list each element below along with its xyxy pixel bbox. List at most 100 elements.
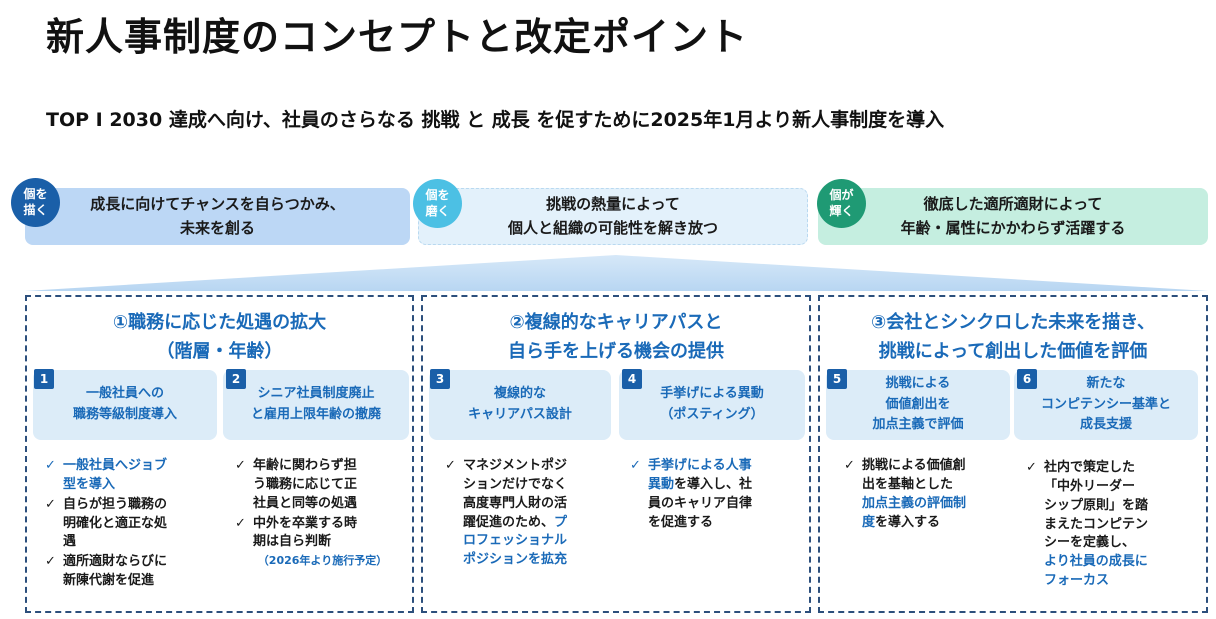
badge-3-line2: 輝く: [829, 203, 854, 218]
item-2-bullets: ✓年齢に関わらず担う職務に応じて正社員と同等の処遇 ✓ 中外を卒業する時期は自ら判…: [235, 457, 410, 569]
bullet-line: 自らが担う職務の: [63, 496, 168, 512]
concept-badge-2: 個を磨く: [413, 179, 462, 228]
item-5-line2: 価値創出を: [885, 396, 951, 412]
bullet-1-3: ✓適所適財ならびに新陳代謝を促進: [45, 553, 220, 591]
concept-bar-1: 成長に向けてチャンスを自らつかみ、未来を創る: [25, 188, 410, 245]
item-3-line1: 複線的な: [493, 386, 546, 402]
badge-1-line1: 個を: [23, 186, 48, 201]
check-icon: ✓: [45, 458, 56, 473]
bullet-2-1: ✓年齢に関わらず担う職務に応じて正社員と同等の処遇: [235, 457, 410, 514]
item-6-number: 6: [1017, 369, 1037, 389]
bullet-line: 「中外リーダー: [1044, 478, 1136, 494]
check-icon: ✓: [235, 458, 246, 473]
panel-2-title: ②複線的なキャリアパスと 自ら手を上げる機会の提供: [423, 309, 809, 367]
badge-3-line1: 個が: [829, 187, 854, 202]
bullet-line: シーを定義し、: [1044, 535, 1136, 551]
item-1-line2: 職務等級制度導入: [72, 407, 177, 422]
item-3-box: 複線的なキャリアパス設計: [429, 370, 611, 440]
bullet-emphasis: 度: [862, 514, 876, 530]
item-5-line1: 挑戦による: [885, 375, 951, 391]
panel-3-title-line1: ③会社とシンクロした未来を描き、: [871, 312, 1155, 333]
bullet-2-2: ✓ 中外を卒業する時期は自ら判断: [235, 515, 410, 553]
bullet-emphasis: 異動: [648, 476, 675, 492]
item-3-bullets: ✓ マネジメントポジ ションだけでなく 高度専門人財の活 躍促進のため、プ ロフ…: [445, 457, 610, 571]
bullet-line: 躍促進のため、プ: [463, 514, 610, 533]
panel-2: ②複線的なキャリアパスと 自ら手を上げる機会の提供 複線的なキャリアパス設計 3…: [421, 295, 811, 613]
panel-3-title-line2: 挑戦によって創出した価値を評価: [878, 340, 1148, 362]
item-1-number: 1: [34, 369, 54, 389]
concept-bar-3: 徹底した適所適財によって年齢・属性にかかわらず活躍する: [818, 188, 1208, 245]
item-6-line2: コンピテンシー基準と: [1040, 396, 1171, 412]
concept-3-line1: 徹底した適所適財によって: [923, 195, 1103, 214]
badge-1-line2: 描く: [23, 202, 48, 217]
item-1-line1: 一般社員への: [85, 386, 164, 402]
item-5-bullets: ✓ 挑戦による価値創 出を基軸とした 加点主義の評価制 度を導入する: [844, 457, 1004, 533]
bullet-1-2: ✓自らが担う職務の明確化と適正な処遇: [45, 496, 220, 553]
item-6-line3: 成長支援: [1079, 417, 1132, 433]
bullet-line: 型を導入: [63, 476, 116, 492]
bullet-line: より社員の成長に: [1044, 554, 1148, 570]
item-5-number: 5: [827, 369, 847, 389]
page-subtitle: TOP I 2030 達成へ向け、社員のさらなる 挑戦 と 成長 を促すために2…: [46, 109, 945, 131]
check-icon: ✓: [235, 515, 246, 531]
connector-wedge: [25, 255, 1208, 291]
item-5-box: 挑戦による価値創出を加点主義で評価: [826, 370, 1010, 440]
bullet-text: 躍促進のため、: [463, 514, 555, 530]
bullet-4-1: ✓ 手挙げによる人事 異動を導入し、社 員のキャリア自律 を促進する: [630, 457, 800, 532]
concept-badge-1: 個を描く: [11, 178, 60, 227]
item-4-line1: 手挙げによる異動: [660, 386, 764, 402]
bullet-line: 手挙げによる人事: [648, 458, 752, 473]
item-4-number: 4: [622, 369, 642, 389]
bullet-line: 一般社員へジョブ: [63, 458, 168, 473]
panel-3-title: ③会社とシンクロした未来を描き、 挑戦によって創出した価値を評価: [820, 309, 1206, 367]
item-2-box: シニア社員制度廃止と雇用上限年齢の撤廃: [223, 370, 409, 440]
bullet-line: 遇: [63, 534, 77, 550]
bullet-line: マネジメントポジ: [463, 458, 568, 473]
bullet-line: 出を基軸とした: [862, 476, 954, 492]
panel-1-title-line1: ①職務に応じた処遇の拡大: [112, 312, 327, 333]
bullet-line: 社員と同等の処遇: [253, 495, 358, 511]
item-4-box: 手挙げによる異動 （ポスティング）: [619, 370, 805, 440]
item-2-line2: と雇用上限年齢の撤廃: [250, 407, 381, 422]
check-icon: ✓: [844, 458, 855, 473]
item-1-bullets: ✓一般社員へジョブ型を導入 ✓自らが担う職務の明確化と適正な処遇 ✓適所適財なら…: [45, 457, 220, 592]
bullet-line: 加点主義の評価制: [862, 495, 967, 511]
bullet-line: 度を導入する: [862, 514, 1004, 533]
bullet-line: 社内で策定した: [1044, 460, 1136, 475]
bullet-line: 異動を導入し、社: [648, 476, 800, 495]
check-icon: ✓: [45, 554, 56, 570]
bullet-line: 適所適財ならびに: [63, 554, 168, 570]
bullet-5-1: ✓ 挑戦による価値創 出を基軸とした 加点主義の評価制 度を導入する: [844, 457, 1004, 532]
bullet-text: を導入し、社: [674, 476, 753, 492]
bullet-6-1: ✓ 社内で策定した 「中外リーダー シップ原則」を踏 まえたコンピテン シーを定…: [1026, 459, 1191, 591]
item-3-number: 3: [430, 369, 450, 389]
panel-1: ①職務に応じた処遇の拡大 （階層・年齢） 一般社員への職務等級制度導入 1 シニ…: [25, 295, 414, 613]
implementation-note: （2026年より施行予定）: [257, 554, 388, 568]
concept-bar-2: 挑戦の熱量によって個人と組織の可能性を解き放つ: [418, 188, 808, 245]
item-6-bullets: ✓ 社内で策定した 「中外リーダー シップ原則」を踏 まえたコンピテン シーを定…: [1026, 459, 1191, 592]
bullet-1-1: ✓ 一般社員へジョブ型を導入: [45, 457, 220, 495]
page-title: 新人事制度のコンセプトと改定ポイント: [46, 15, 749, 59]
item-3-line2: キャリアパス設計: [468, 407, 572, 422]
concept-2-line1: 挑戦の熱量によって: [546, 195, 680, 214]
bullet-line: を促進する: [648, 514, 714, 530]
bullet-line: 期は自ら判断: [253, 534, 332, 550]
concept-badge-3: 個が輝く: [817, 179, 866, 228]
item-2-line1: シニア社員制度廃止: [257, 386, 375, 402]
check-icon: ✓: [45, 496, 56, 512]
bullet-line: シップ原則」を踏: [1044, 497, 1149, 513]
item-6-box: 新たなコンピテンシー基準と成長支援: [1014, 370, 1198, 440]
bullet-line: フォーカス: [1044, 573, 1110, 589]
bullet-emphasis: プ: [554, 514, 568, 530]
bullet-line: 中外を卒業する時: [253, 515, 358, 531]
panel-1-title-line2: （階層・年齢）: [156, 340, 283, 362]
item-4-line2: （ポスティング）: [660, 407, 764, 422]
bullet-line: 高度専門人財の活: [463, 495, 568, 511]
bullet-line: ポジションを拡充: [463, 552, 568, 568]
check-icon: ✓: [1026, 460, 1037, 475]
item-4-bullets: ✓ 手挙げによる人事 異動を導入し、社 員のキャリア自律 を促進する: [630, 457, 800, 533]
panel-2-title-line2: 自ら手を上げる機会の提供: [508, 340, 724, 362]
check-icon: ✓: [445, 458, 456, 473]
panel-3: ③会社とシンクロした未来を描き、 挑戦によって創出した価値を評価 挑戦による価値…: [818, 295, 1208, 613]
badge-2-line2: 磨く: [425, 203, 450, 218]
